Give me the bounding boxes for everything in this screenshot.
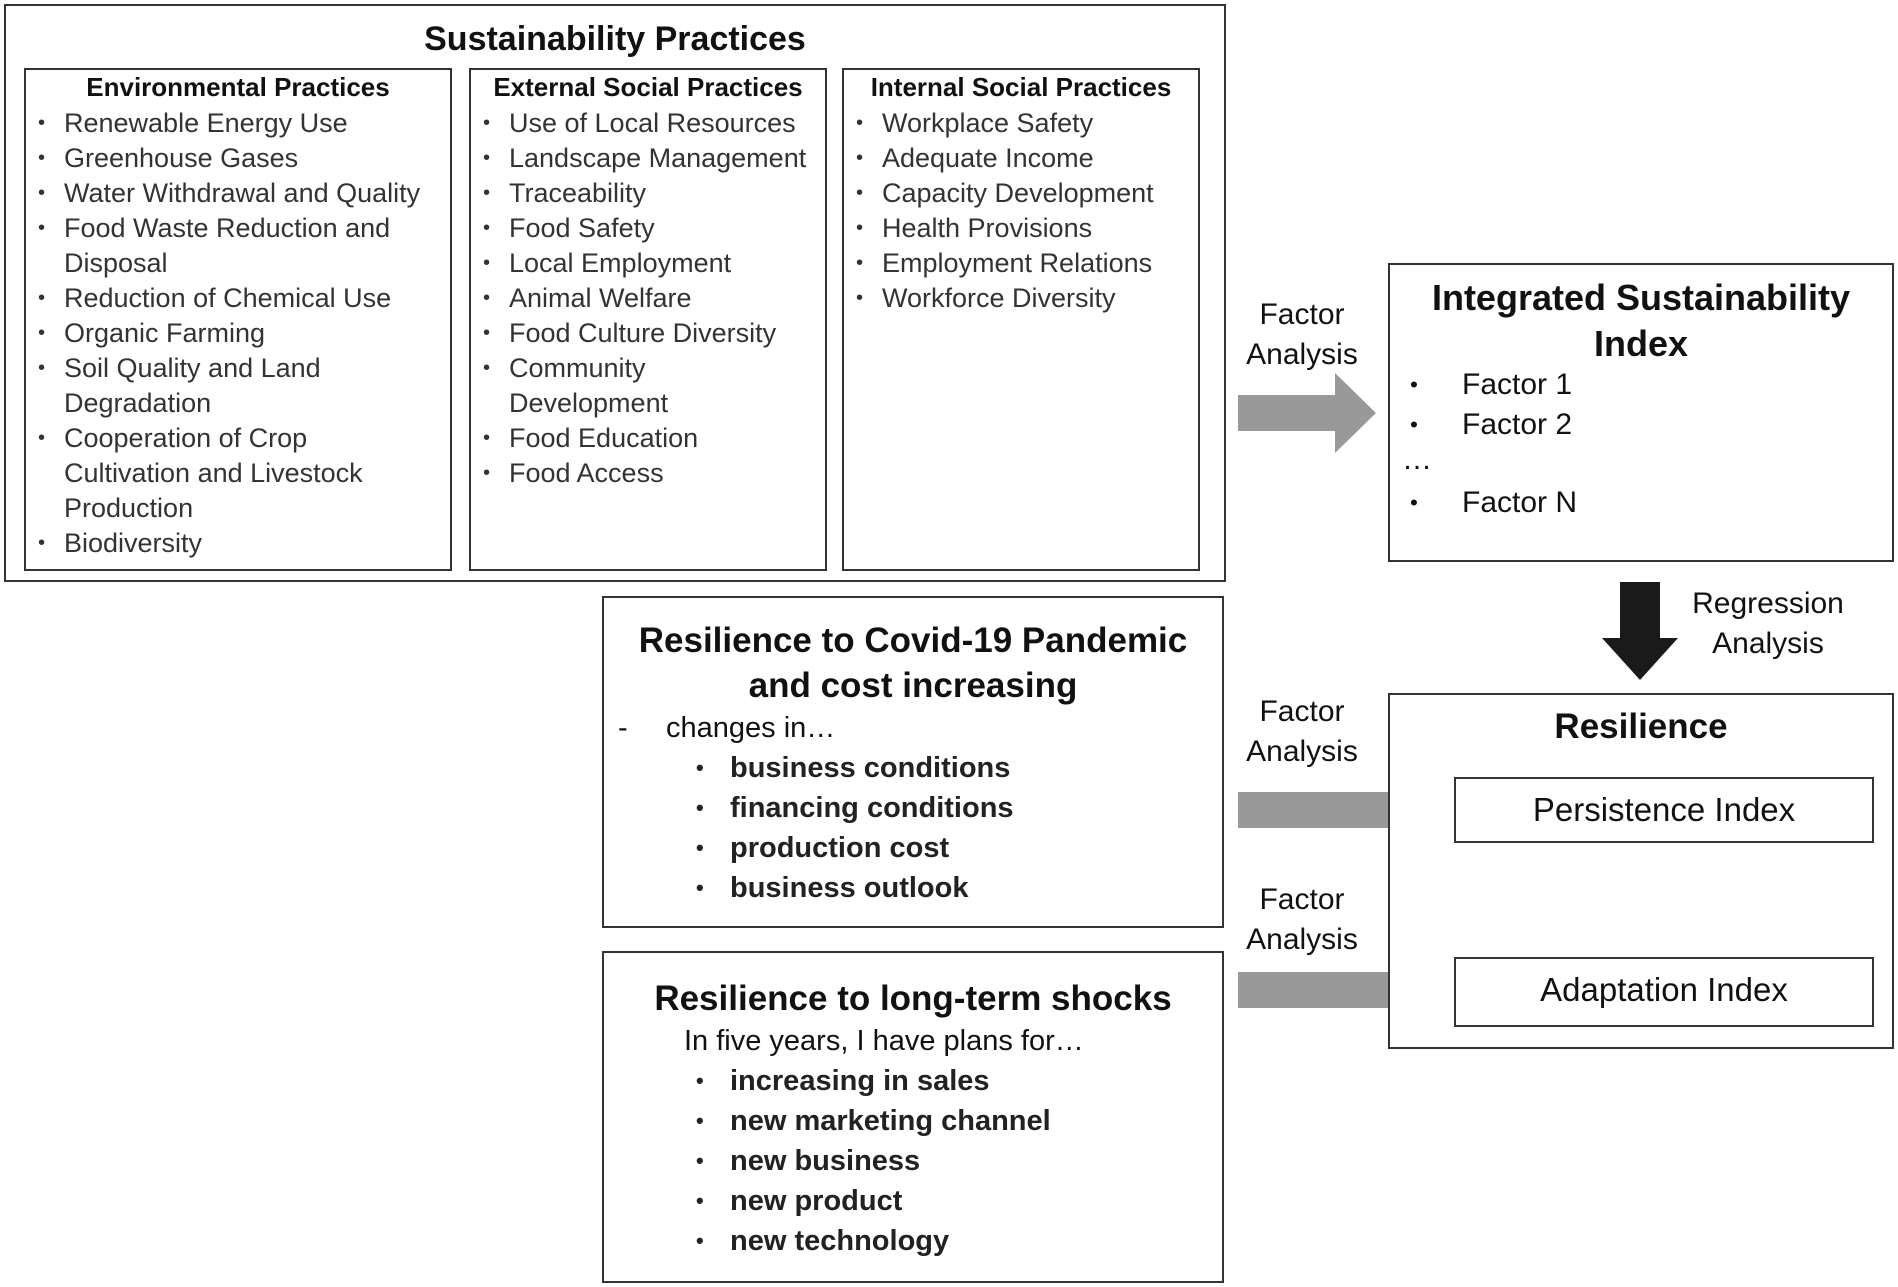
list-item: Soil Quality and Land Degradation (30, 351, 354, 421)
longterm-items-list: increasing in sales new marketing channe… (688, 1061, 1208, 1261)
list-item: Health Provisions (848, 211, 1198, 246)
list-item: Use of Local Resources (475, 106, 825, 141)
list-item: Biodiversity (30, 526, 454, 561)
list-item: financing conditions (688, 788, 1208, 828)
list-item: business outlook (688, 868, 1208, 908)
covid-intro: changes in… (666, 712, 836, 744)
environmental-practices-box: Environmental Practices Renewable Energy… (24, 68, 452, 571)
factor-label: Factor N (1462, 486, 1578, 519)
resilience-title: Resilience (1554, 707, 1728, 746)
list-item: production cost (688, 828, 1208, 868)
isi-factor-list-end: Factor N (1402, 483, 1802, 523)
adaptation-index-box: Adaptation Index (1454, 957, 1874, 1027)
list-item: Animal Welfare (475, 281, 825, 316)
factor-analysis-label-bottom: Factor Analysis (1246, 883, 1358, 956)
factor-item: Factor 1 (1402, 365, 1802, 405)
list-item: Workforce Diversity (848, 281, 1198, 316)
list-item: Local Employment (475, 246, 825, 281)
list-item: business conditions (688, 748, 1208, 788)
factor-analysis-arrow-mid (1238, 770, 1454, 850)
factor-analysis-label-top: Factor Analysis (1246, 298, 1358, 371)
external-social-practices-heading: External Social Practices (493, 72, 803, 102)
covid-resilience-box: Resilience to Covid-19 Pandemic and cost… (602, 596, 1224, 928)
persistence-index-label: Persistence Index (1532, 791, 1796, 828)
list-item: Employment Relations (848, 246, 1198, 281)
sustainability-practices-title: Sustainability Practices (424, 20, 806, 58)
list-item: Food Safety (475, 211, 825, 246)
factor-label: Factor 2 (1462, 408, 1573, 441)
list-item: Water Withdrawal and Quality (30, 176, 454, 211)
isi-ellipsis: … (1402, 443, 1432, 476)
adaptation-index-label: Adaptation Index (1540, 971, 1788, 1008)
longterm-intro: In five years, I have plans for… (684, 1025, 1084, 1057)
isi-title: Integrated Sustainability Index (1431, 277, 1851, 364)
external-social-practices-box: External Social Practices Use of Local R… (469, 68, 827, 571)
environmental-practices-list: Renewable Energy Use Greenhouse Gases Wa… (30, 106, 454, 561)
environmental-practices-heading: Environmental Practices (86, 72, 390, 102)
list-item: Landscape Management (475, 141, 825, 176)
longterm-resilience-box: Resilience to long-term shocks In five y… (602, 951, 1224, 1283)
list-item: Traceability (475, 176, 825, 211)
list-item: Organic Farming (30, 316, 454, 351)
list-item: Workplace Safety (848, 106, 1198, 141)
covid-dash: - (618, 712, 628, 744)
list-item: Cooperation of Crop Cultivation and Live… (30, 421, 404, 526)
list-item: Capacity Development (848, 176, 1198, 211)
longterm-title: Resilience to long-term shocks (654, 979, 1172, 1018)
list-item: Adequate Income (848, 141, 1198, 176)
list-item: Food Access (475, 456, 825, 491)
factor-label: Factor 1 (1462, 368, 1573, 401)
regression-analysis-label: Regression Analysis (1692, 587, 1844, 660)
external-social-practices-list: Use of Local Resources Landscape Managem… (475, 106, 825, 491)
covid-items-list: business conditions financing conditions… (688, 748, 1208, 908)
regression-arrow (1602, 582, 1678, 680)
list-item: Renewable Energy Use (30, 106, 454, 141)
list-item: increasing in sales (688, 1061, 1208, 1101)
isi-factor-list: Factor 1 Factor 2 (1402, 365, 1802, 445)
internal-social-practices-heading: Internal Social Practices (870, 72, 1172, 102)
list-item: new marketing channel (688, 1101, 1208, 1141)
internal-social-practices-box: Internal Social Practices Workplace Safe… (842, 68, 1200, 571)
factor-item: Factor 2 (1402, 405, 1802, 445)
persistence-index-box: Persistence Index (1454, 777, 1874, 843)
list-item: new business (688, 1141, 1208, 1181)
factor-analysis-arrow-top (1238, 373, 1376, 453)
factor-item: Factor N (1402, 483, 1802, 523)
list-item: Greenhouse Gases (30, 141, 454, 176)
list-item: new technology (688, 1221, 1208, 1261)
list-item: new product (688, 1181, 1208, 1221)
internal-social-practices-list: Workplace Safety Adequate Income Capacit… (848, 106, 1198, 316)
integrated-sustainability-index-box: Integrated Sustainability Index Factor 1… (1388, 263, 1894, 562)
list-item: Reduction of Chemical Use (30, 281, 454, 316)
covid-title: Resilience to Covid-19 Pandemic and cost… (638, 621, 1188, 705)
list-item: Food Waste Reduction and Disposal (30, 211, 394, 281)
factor-analysis-label-mid: Factor Analysis (1246, 695, 1358, 768)
list-item: Food Education (475, 421, 825, 456)
list-item: Food Culture Diversity (475, 316, 825, 351)
factor-analysis-arrow-bottom (1238, 950, 1454, 1030)
list-item: Community Development (475, 351, 709, 421)
